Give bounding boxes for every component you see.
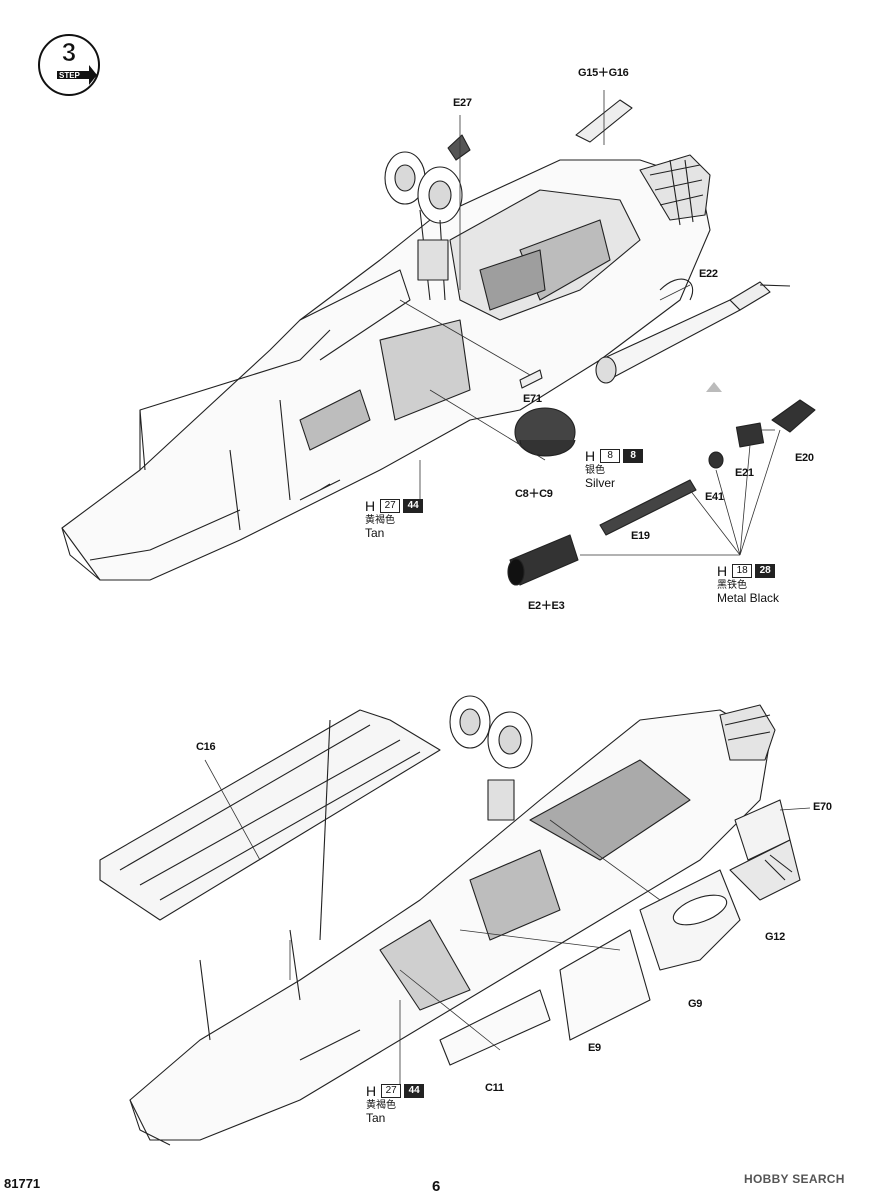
paint-brand: H [717, 562, 728, 579]
product-code: 81771 [4, 1176, 41, 1191]
paint-code: 18 [732, 564, 753, 578]
label-g9: G9 [688, 998, 703, 1010]
label-c8-c9: C8＋C9 [515, 488, 553, 500]
label-e71: E71 [523, 393, 542, 405]
wing-panel-c16 [99, 709, 441, 941]
paint-brand: H [365, 497, 376, 514]
nose-gear-bottom [449, 695, 533, 821]
part-c11 [439, 989, 551, 1066]
page-number: 6 [432, 1178, 441, 1195]
direction-arrow [706, 382, 722, 392]
part-e19 [599, 479, 697, 536]
leader-lines-top [399, 90, 781, 556]
paint-name-en: Tan [365, 526, 385, 540]
label-g15-g16: G15＋G16 [578, 67, 629, 79]
label-e9: E9 [588, 1042, 601, 1054]
label-e22: E22 [699, 268, 718, 280]
paint-name-en: Tan [366, 1111, 386, 1125]
paint-callout-tan-top: H 27 44 黄褐色 Tan [365, 497, 424, 540]
part-e9 [559, 929, 651, 1041]
part-e22-bracket [659, 278, 694, 301]
paint-brand: H [585, 447, 596, 464]
upper-fuselage-top [61, 154, 711, 581]
label-e70: E70 [813, 801, 832, 813]
step-number: 3 [62, 37, 76, 67]
step-label: STEP [59, 71, 81, 80]
label-e41: E41 [705, 491, 724, 503]
step-badge: 3 STEP [37, 33, 101, 97]
part-e21 [735, 422, 765, 448]
label-c16: C16 [196, 741, 216, 753]
paint-brand: H [366, 1082, 377, 1099]
watermark-logo: HOBBY SEARCH [744, 1172, 845, 1186]
paint-name-cn: 黄褐色 [365, 515, 395, 526]
paint-name-cn: 黄褐色 [366, 1100, 396, 1111]
label-e2-e3: E2＋E3 [528, 600, 565, 612]
paint-code-alt: 8 [623, 449, 644, 463]
part-e20 [771, 399, 816, 433]
paint-name-cn: 银色 [585, 465, 605, 476]
leader-lines-bottom [204, 759, 811, 1085]
paint-name-cn: 黑铁色 [717, 580, 747, 591]
paint-callout-tan-bottom: H 27 44 黄褐色 Tan [366, 1082, 425, 1125]
part-c8-c9 [514, 407, 576, 457]
paint-code: 27 [381, 1084, 402, 1098]
paint-name-en: Silver [585, 476, 616, 490]
paint-callout-metal-black: H 18 28 黑铁色 Metal Black [717, 564, 779, 605]
gun-barrel-top [595, 281, 791, 384]
part-e41 [708, 451, 724, 469]
part-e71 [519, 369, 543, 389]
part-e27 [447, 134, 471, 161]
paint-code-alt: 44 [404, 1084, 425, 1098]
paint-code-alt: 28 [755, 564, 776, 578]
label-e19: E19 [631, 530, 650, 542]
paint-name-en: Metal Black [717, 591, 780, 605]
paint-code-alt: 44 [403, 499, 424, 513]
label-g12: G12 [765, 931, 785, 943]
part-e2-e3 [507, 534, 579, 586]
step-badge-graphic: 3 STEP [38, 34, 100, 96]
part-g12 [729, 839, 801, 901]
paint-code: 27 [380, 499, 401, 513]
label-e20: E20 [795, 452, 814, 464]
label-c11: C11 [485, 1082, 504, 1094]
paint-callout-silver: H 8 8 银色 Silver [585, 447, 644, 490]
label-e27: E27 [453, 97, 472, 109]
label-e21: E21 [735, 467, 754, 479]
paint-code: 8 [600, 449, 621, 463]
nose-gear-top [384, 151, 463, 301]
